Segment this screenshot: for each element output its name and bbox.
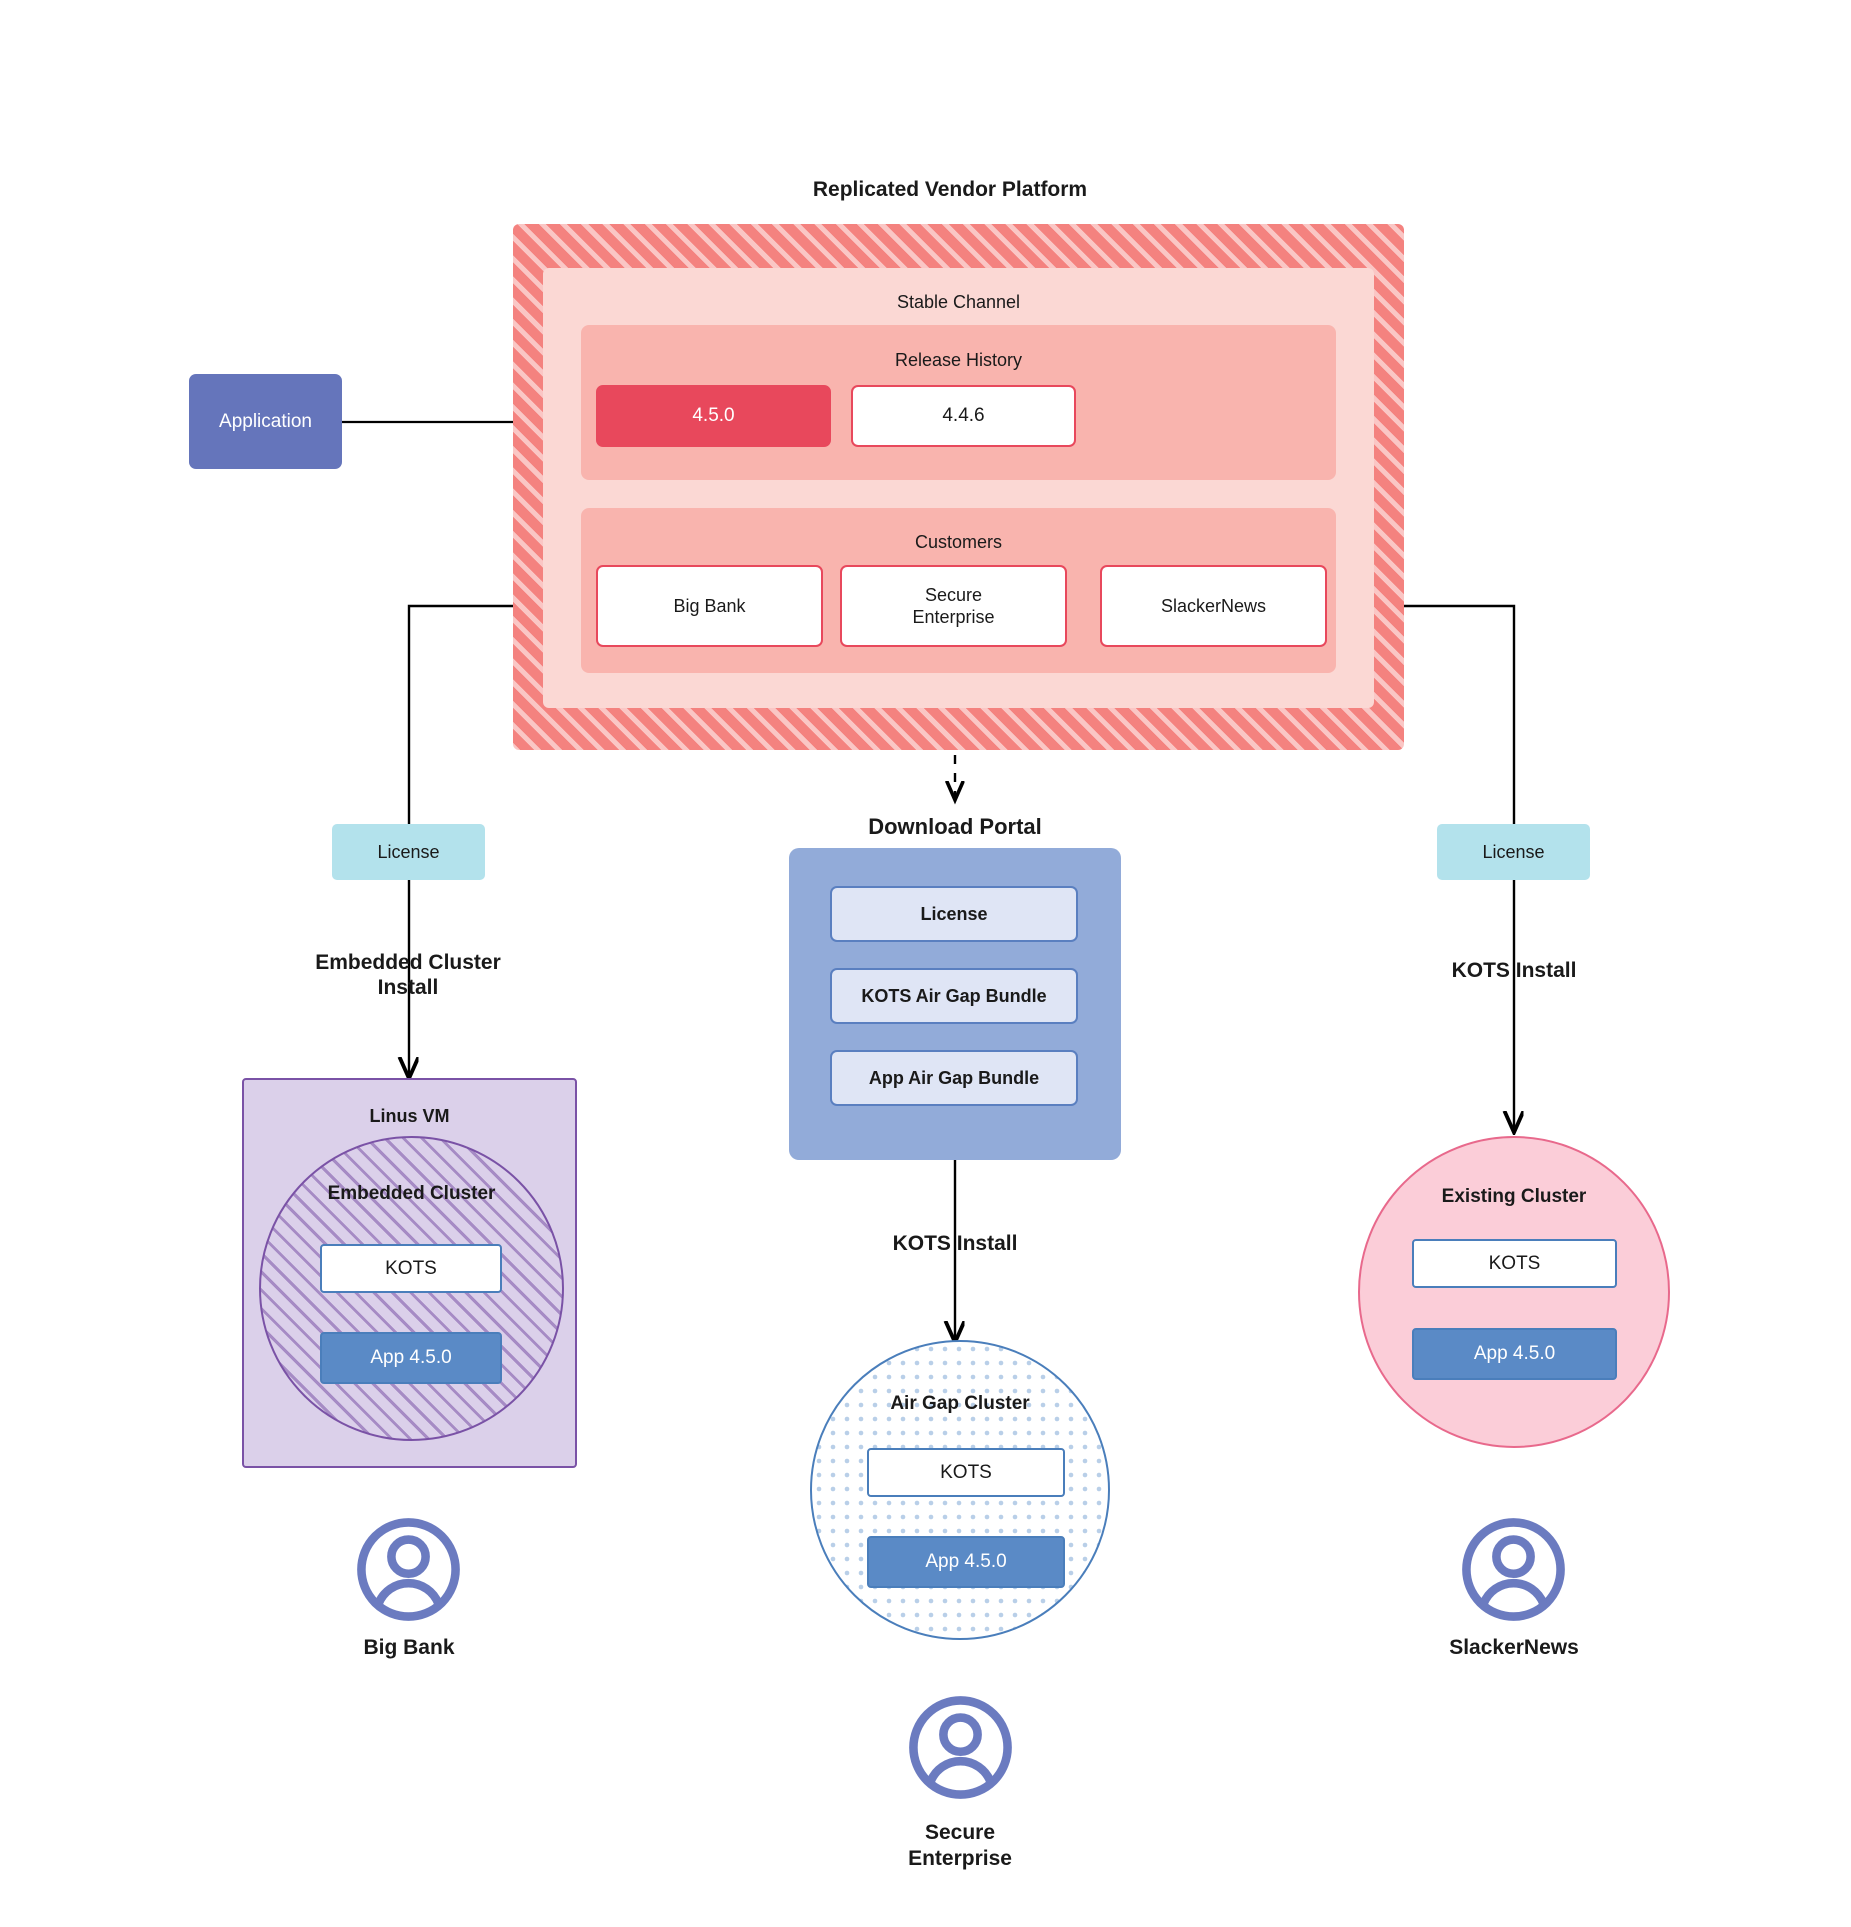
existing-cluster-circle bbox=[1358, 1136, 1670, 1448]
avatar-slackernews bbox=[1460, 1516, 1567, 1628]
person-label-slackernews: SlackerNews bbox=[1449, 1635, 1579, 1659]
portal-item-license[interactable]: License bbox=[830, 886, 1078, 942]
app-version-box-center[interactable]: App 4.5.0 bbox=[867, 1536, 1065, 1588]
person-label-secure-enterprise: Secure Enterprise bbox=[908, 1820, 1012, 1870]
edge-label-embedded-install: Embedded Cluster Install bbox=[315, 950, 501, 999]
portal-item-app-airgap-bundle[interactable]: App Air Gap Bundle bbox=[830, 1050, 1078, 1106]
customers-label: Customers bbox=[914, 531, 1003, 552]
portal-item-kots-airgap-bundle[interactable]: KOTS Air Gap Bundle bbox=[830, 968, 1078, 1024]
avatar-secure-enterprise bbox=[907, 1694, 1014, 1806]
kots-box-center[interactable]: KOTS bbox=[867, 1448, 1065, 1497]
air-gap-cluster-title: Air Gap Cluster bbox=[890, 1393, 1030, 1414]
existing-cluster-title: Existing Cluster bbox=[1441, 1186, 1587, 1207]
customer-card-slackernews[interactable]: SlackerNews bbox=[1100, 565, 1327, 647]
embedded-cluster-title: Embedded Cluster bbox=[327, 1183, 496, 1204]
customer-card-big-bank[interactable]: Big Bank bbox=[596, 565, 823, 647]
download-portal-title: Download Portal bbox=[868, 814, 1042, 839]
person-label-big-bank: Big Bank bbox=[363, 1635, 455, 1659]
edge-label-kots-install-center: KOTS Install bbox=[892, 1232, 1018, 1256]
person-avatar-icon bbox=[909, 1696, 1012, 1799]
kots-box-right[interactable]: KOTS bbox=[1412, 1239, 1617, 1288]
kots-box-left[interactable]: KOTS bbox=[320, 1244, 502, 1293]
page-title: Replicated Vendor Platform bbox=[812, 178, 1088, 201]
license-chip-left[interactable]: License bbox=[332, 824, 485, 880]
person-avatar-icon bbox=[1462, 1518, 1565, 1621]
app-version-box-right[interactable]: App 4.5.0 bbox=[1412, 1328, 1617, 1380]
release-history-label: Release History bbox=[894, 349, 1023, 370]
application-box[interactable]: Application bbox=[189, 374, 342, 469]
release-card-previous[interactable]: 4.4.6 bbox=[851, 385, 1076, 447]
license-chip-right[interactable]: License bbox=[1437, 824, 1590, 880]
customer-card-secure-enterprise[interactable]: Secure Enterprise bbox=[840, 565, 1067, 647]
stable-channel-label: Stable Channel bbox=[896, 291, 1021, 312]
person-avatar-icon bbox=[357, 1518, 460, 1621]
app-version-box-left[interactable]: App 4.5.0 bbox=[320, 1332, 502, 1384]
release-card-current[interactable]: 4.5.0 bbox=[596, 385, 831, 447]
avatar-big-bank bbox=[355, 1516, 462, 1628]
edge-label-kots-install-right: KOTS Install bbox=[1451, 959, 1577, 983]
linux-vm-title: Linus VM bbox=[369, 1105, 450, 1126]
